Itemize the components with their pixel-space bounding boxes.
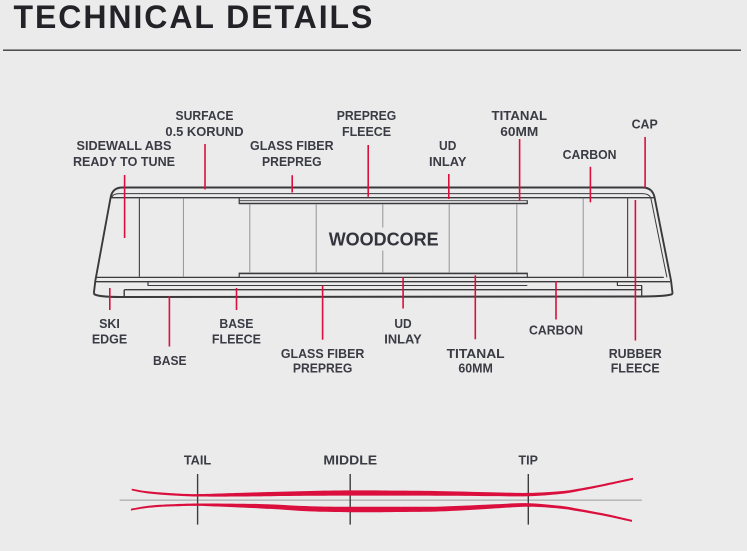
svg-text:CARBON: CARBON	[529, 322, 583, 337]
svg-text:GLASS FIBER: GLASS FIBER	[281, 346, 365, 361]
svg-text:CAP: CAP	[632, 116, 659, 131]
svg-text:PREPREG: PREPREG	[293, 361, 353, 376]
svg-text:FLEECE: FLEECE	[342, 124, 391, 139]
svg-text:TECHNICAL DETAILS: TECHNICAL DETAILS	[14, 0, 375, 35]
svg-text:SKI: SKI	[99, 316, 120, 331]
svg-text:60MM: 60MM	[458, 361, 493, 376]
svg-text:PREPREG: PREPREG	[337, 108, 397, 123]
svg-text:TAIL: TAIL	[184, 453, 211, 468]
svg-text:RUBBER: RUBBER	[609, 346, 662, 361]
svg-text:SIDEWALL ABS: SIDEWALL ABS	[77, 138, 172, 153]
svg-text:UD: UD	[439, 138, 456, 153]
svg-text:GLASS FIBER: GLASS FIBER	[250, 138, 334, 153]
svg-text:CARBON: CARBON	[563, 147, 617, 162]
svg-text:WOODCORE: WOODCORE	[329, 230, 439, 250]
svg-text:MIDDLE: MIDDLE	[323, 453, 377, 468]
svg-text:FLEECE: FLEECE	[611, 361, 660, 376]
svg-text:0.5 KORUND: 0.5 KORUND	[165, 124, 243, 139]
svg-text:INLAY: INLAY	[429, 154, 467, 169]
svg-text:INLAY: INLAY	[384, 331, 422, 346]
svg-text:BASE: BASE	[219, 316, 253, 331]
svg-text:TITANAL: TITANAL	[492, 108, 548, 123]
svg-text:60MM: 60MM	[500, 124, 538, 139]
svg-text:EDGE: EDGE	[92, 331, 128, 346]
svg-text:TIP: TIP	[519, 453, 539, 468]
svg-text:UD: UD	[394, 316, 411, 331]
svg-text:FLEECE: FLEECE	[212, 331, 261, 346]
svg-text:BASE: BASE	[153, 353, 187, 368]
svg-text:READY TO TUNE: READY TO TUNE	[73, 154, 175, 169]
svg-text:PREPREG: PREPREG	[262, 154, 322, 169]
svg-text:SURFACE: SURFACE	[176, 108, 234, 123]
svg-text:TITANAL: TITANAL	[447, 346, 505, 361]
